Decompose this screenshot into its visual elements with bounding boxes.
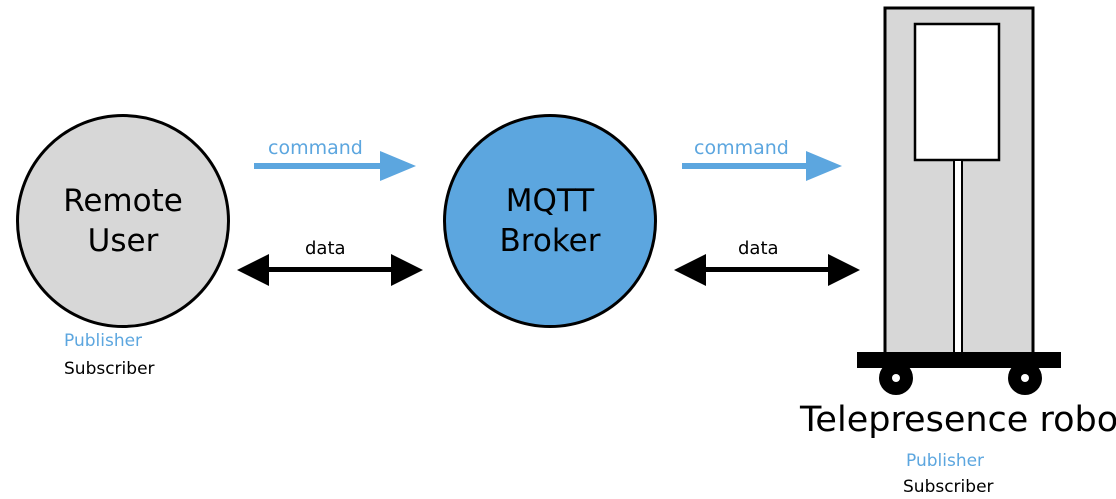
mqtt-broker-node: MQTT Broker — [443, 114, 657, 328]
left-data-arrow — [237, 254, 423, 286]
mqtt-broker-label: MQTT Broker — [499, 183, 601, 259]
remote-user-publisher-label: Publisher — [64, 331, 143, 351]
remote-user-label: Remote User — [63, 183, 183, 259]
left-data-label: data — [305, 238, 346, 259]
robot-publisher-label: Publisher — [906, 451, 985, 471]
robot-subscriber-label: Subscriber — [903, 477, 994, 497]
left-command-label: command — [268, 137, 363, 159]
left-command-arrow — [254, 151, 416, 181]
telepresence-robot-illustration — [857, 6, 1061, 395]
right-data-label: data — [738, 238, 779, 259]
right-command-arrow — [682, 151, 842, 181]
right-data-arrow — [674, 254, 860, 286]
remote-user-node: Remote User — [16, 114, 230, 328]
robot-title: Telepresence robot — [800, 400, 1116, 440]
right-command-label: command — [694, 137, 789, 159]
remote-user-subscriber-label: Subscriber — [64, 359, 155, 379]
